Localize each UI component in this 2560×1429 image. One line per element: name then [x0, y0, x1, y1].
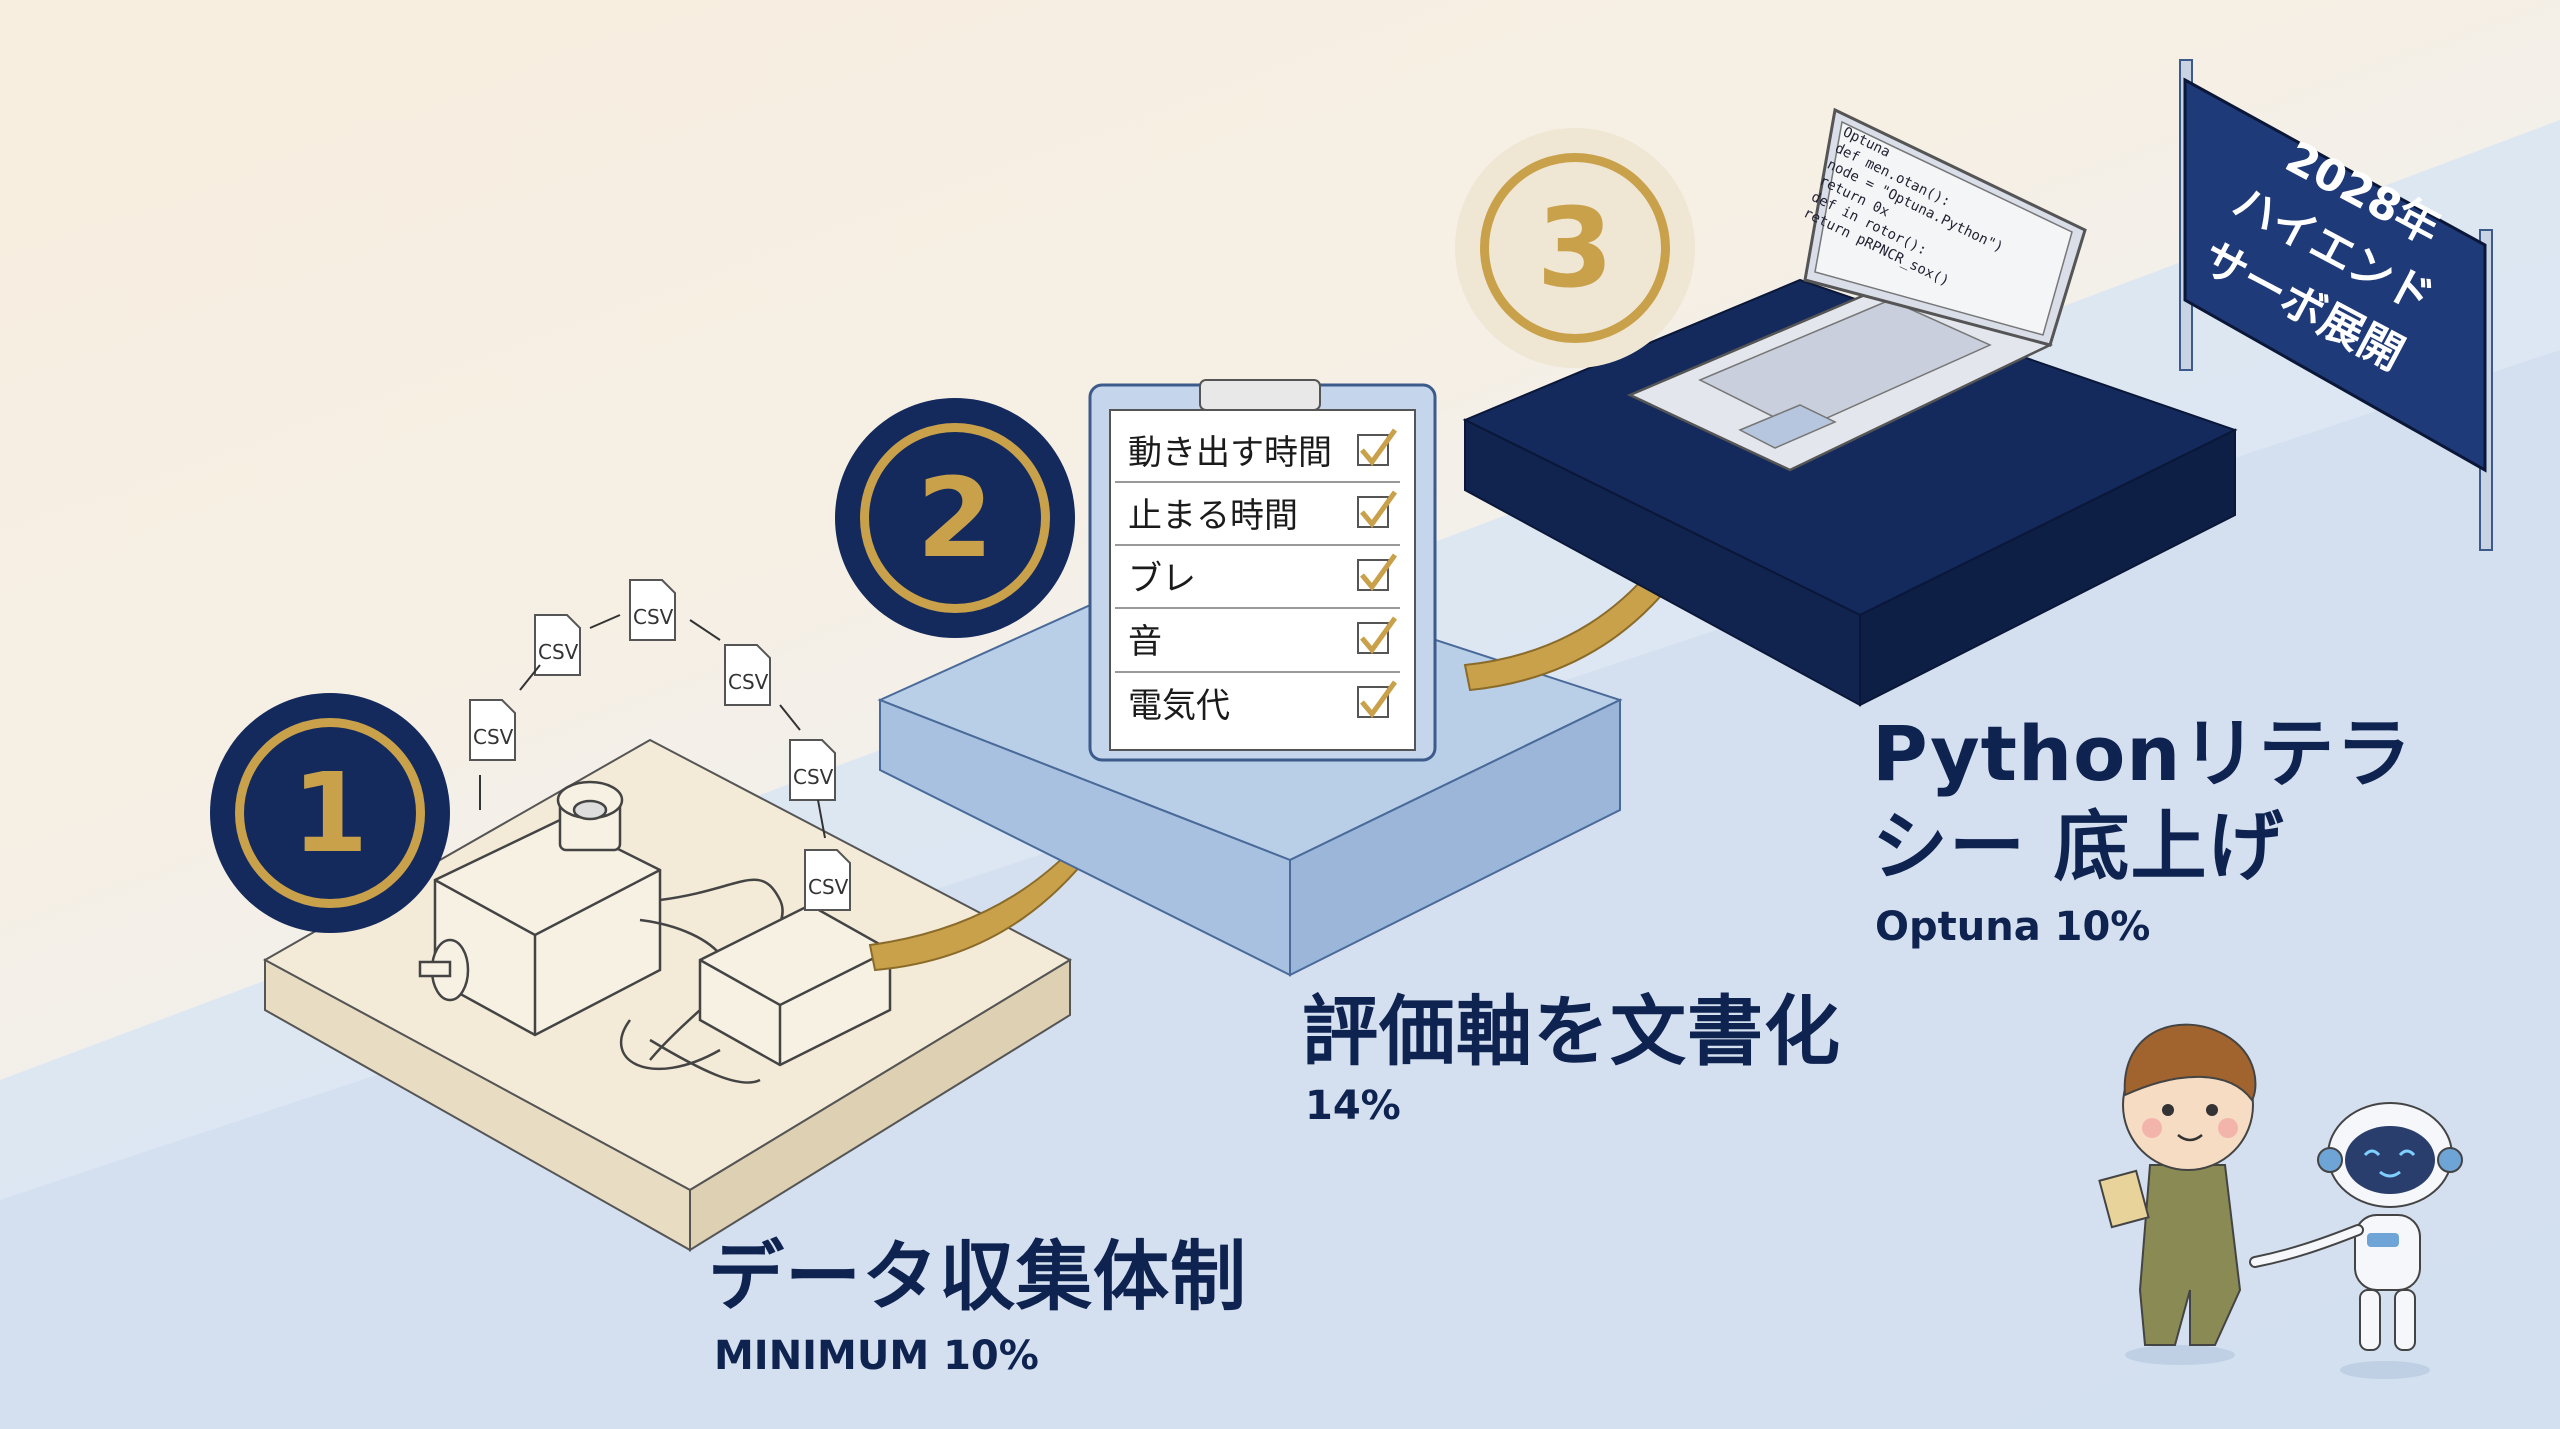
checklist-item-2: 止まる時間	[1128, 496, 1298, 536]
step-2-number: 2	[859, 422, 1051, 614]
svg-text:CSV: CSV	[808, 875, 849, 899]
step-1-title: データ収集体制	[708, 1232, 1247, 1321]
step-1-badge: 1	[210, 693, 450, 933]
step-3-number: 3	[1479, 152, 1671, 344]
signboard	[2179, 59, 2493, 551]
svg-text:CSV: CSV	[538, 640, 579, 664]
svg-text:CSV: CSV	[793, 765, 834, 789]
step-3-badge: 3	[1455, 128, 1695, 368]
checklist-item-5: 電気代	[1128, 686, 1230, 726]
step-1-subtitle: MINIMUM 10%	[714, 1333, 1039, 1379]
robot-illustration	[2249, 1102, 2463, 1379]
step-3-subtitle: Optuna 10%	[1875, 904, 2151, 950]
laptop-icon	[1626, 107, 2087, 472]
check-icons	[1360, 428, 1398, 719]
svg-text:CSV: CSV	[633, 605, 674, 629]
csv-file-icons: CSV CSV CSV CSV CSV CSV	[469, 579, 851, 911]
clipboard-icon	[1088, 379, 1437, 762]
worker-boy-illustration	[2098, 1023, 2257, 1365]
platform-1	[262, 738, 1073, 1252]
step-2-badge: 2	[835, 398, 1075, 638]
checklist-item-4: 音	[1128, 622, 1162, 662]
step-2-subtitle: 14%	[1305, 1083, 1401, 1129]
checklist-item-1: 動き出す時間	[1128, 433, 1332, 473]
step-3-title-line-2: シー 底上げ	[1872, 802, 2285, 891]
platform-3	[1462, 278, 2238, 707]
step-1-number: 1	[234, 717, 426, 909]
step-3-title-line-1: Pythonリテラ	[1872, 709, 2413, 798]
step-2-title: 評価軸を文書化	[1302, 987, 1841, 1076]
svg-text:CSV: CSV	[728, 670, 769, 694]
svg-text:CSV: CSV	[473, 725, 514, 749]
servo-motor-icon	[418, 780, 784, 1061]
checklist-item-3: ブレ	[1128, 559, 1196, 599]
